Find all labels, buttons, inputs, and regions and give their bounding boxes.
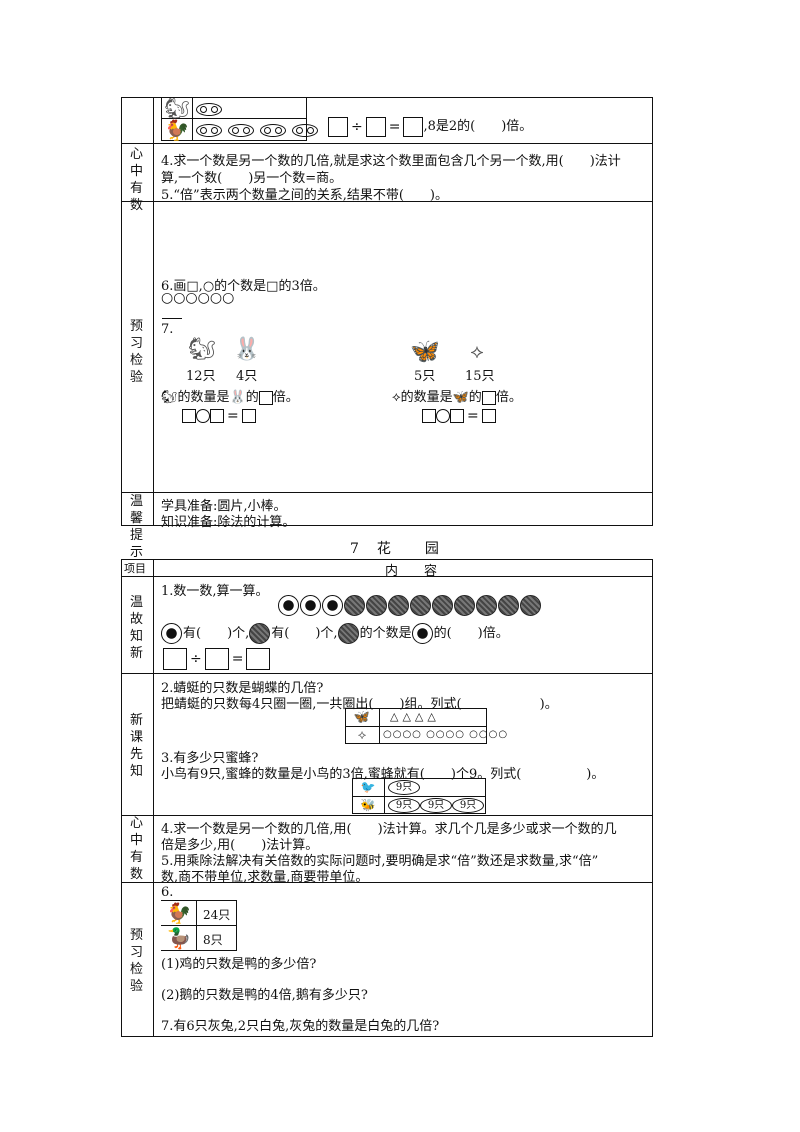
bird-group: 9只 (388, 780, 420, 795)
squirrel-icon: 🐿 (161, 390, 178, 405)
count-sentence: 有( )个,有( )个,的个数是的( )倍。 (161, 622, 509, 644)
bee-group: 9只 (420, 798, 452, 813)
row-label-newlesson: 新课先知 (129, 713, 144, 779)
row-label-heart: 心中有数 (129, 147, 144, 213)
question-3-detail: 小鸟有9只,蜜蜂的数量是小鸟的3倍,蜜蜂就有( )个9。列式( )。 (161, 767, 605, 782)
circle-row: ○○○○○○ (161, 290, 235, 306)
answer-box[interactable] (163, 648, 187, 670)
bird-icon: 🐦 (360, 780, 376, 794)
triangle-row: △△△△ (390, 710, 440, 723)
tip-line: 学具准备:圆片,小棒。 (161, 499, 287, 514)
answer-box[interactable] (365, 116, 386, 137)
pair-oval-icon (260, 124, 287, 137)
question-7: 7.有6只灰兔,2只白兔,灰兔的数量是白兔的几倍? (161, 1019, 440, 1034)
question-1: 1.数一数,算一算。 (161, 584, 269, 599)
basketball-icon (454, 595, 475, 616)
question-3: 3.有多少只蜜蜂? (161, 751, 259, 766)
soccer-ball-icon (300, 595, 321, 616)
duck-icon: 🦆 (166, 926, 192, 950)
basketball-icon (388, 595, 409, 616)
rule-line: 倍是多少,用( )法计算。 (161, 838, 319, 853)
rule-line: 5.“倍”表示两个数量之间的关系,结果不带( )。 (161, 188, 448, 203)
rooster-icon: 🐓 (166, 901, 192, 925)
rooster-icon: 🐓 (164, 117, 190, 142)
row-label-preview: 预习检验 (129, 928, 144, 994)
dragonfly-icon: ⟡ (470, 339, 484, 363)
basketball-icon (432, 595, 453, 616)
operation-boxes: = (422, 408, 496, 424)
rule-line: 数,商不带单位,求数量,商要带单位。 (161, 870, 369, 885)
pair-oval-icon (292, 124, 319, 137)
answer-box[interactable] (246, 648, 271, 670)
basketball-icon (498, 595, 519, 616)
butterfly-icon: 🦋 (353, 709, 371, 725)
bee-group: 9只 (388, 798, 420, 813)
compare-sentence: 🐿的数量是🐰的倍。 (161, 390, 299, 405)
rabbit-icon: 🐰 (229, 390, 246, 405)
pair-oval-icon (196, 124, 222, 137)
soccer-ball-icon (161, 623, 182, 644)
section-title: 7 花 园 (350, 541, 441, 557)
header-content: 内 容 (385, 564, 438, 579)
header-item: 项目 (124, 562, 146, 575)
answer-box[interactable] (204, 648, 229, 670)
ring-row: ○○○○ ○○○○ ○○○○ (383, 729, 509, 740)
rule-line: 4.求一个数是另一个数的几倍,用( )法计算。求几个几是多少或求一个数的几 (161, 822, 617, 837)
division-equation: ÷=,8是2的( )倍。 (328, 115, 532, 137)
bee-icon: 🐝 (360, 798, 376, 812)
label-column-divider (153, 97, 154, 526)
bottom-table (121, 559, 653, 1037)
basketball-icon (520, 595, 541, 616)
squirrel-icon: 🐿 (164, 96, 190, 120)
soccer-ball-icon (411, 623, 433, 644)
question-6-1: (1)鸡的只数是鸭的多少倍? (161, 957, 317, 972)
basketball-icon (410, 595, 431, 616)
question-6: 6. (161, 885, 174, 900)
draw-line[interactable] (162, 318, 182, 319)
dragonfly-icon: ⟡ (357, 727, 367, 743)
rule-line: 4.求一个数是另一个数的几倍,就是求这个数里面包含几个另一个数,用( )法计 (161, 154, 621, 169)
question-6: 6.画□,○的个数是□的3倍。 (161, 279, 326, 294)
compare-sentence: ⟡的数量是🦋的倍。 (392, 390, 522, 405)
soccer-ball-icon (278, 595, 299, 616)
basketball-icon (366, 595, 387, 616)
bee-group: 9只 (452, 798, 484, 813)
picture-table (161, 97, 307, 141)
squirrel-icon: 🐿 (188, 336, 216, 362)
row-label-preview: 预习检验 (129, 319, 144, 385)
operation-boxes: = (182, 408, 256, 424)
top-table (121, 97, 653, 526)
question-6-2: (2)鹅的只数是鸭的4倍,鹅有多少只? (161, 988, 368, 1003)
answer-box[interactable] (481, 390, 496, 405)
butterfly-icon: 🦋 (410, 337, 440, 365)
pair-oval-icon (196, 103, 222, 116)
answer-box[interactable] (328, 116, 348, 137)
basketball-icon (476, 595, 497, 616)
ball-row (278, 595, 542, 616)
rule-line: 5.用乘除法解决有关倍数的实际问题时,要明确是求“倍”数还是求数量,求“倍” (161, 854, 599, 869)
division-equation: ÷= (163, 648, 271, 670)
soccer-ball-icon (322, 595, 343, 616)
answer-box[interactable] (403, 116, 424, 137)
rabbit-icon: 🐰 (233, 336, 261, 362)
basketball-icon (249, 623, 271, 644)
row-label-tip: 温馨提示 (129, 494, 144, 560)
question-7: 7. (161, 322, 174, 337)
dragonfly-icon: ⟡ (392, 390, 401, 405)
basketball-icon (337, 623, 359, 644)
butterfly-icon: 🦋 (452, 390, 469, 405)
pair-oval-icon (228, 124, 255, 137)
tip-line: 知识准备:除法的计算。 (161, 515, 296, 530)
question-2: 2.蜻蜓的只数是蝴蝶的几倍? (161, 681, 324, 696)
row-label-review: 温故知新 (129, 595, 144, 661)
basketball-icon (344, 595, 365, 616)
rule-line: 算,一个数( )另一个数=商。 (161, 171, 343, 186)
answer-box[interactable] (258, 390, 273, 405)
row-label-heart: 心中有数 (129, 816, 144, 882)
